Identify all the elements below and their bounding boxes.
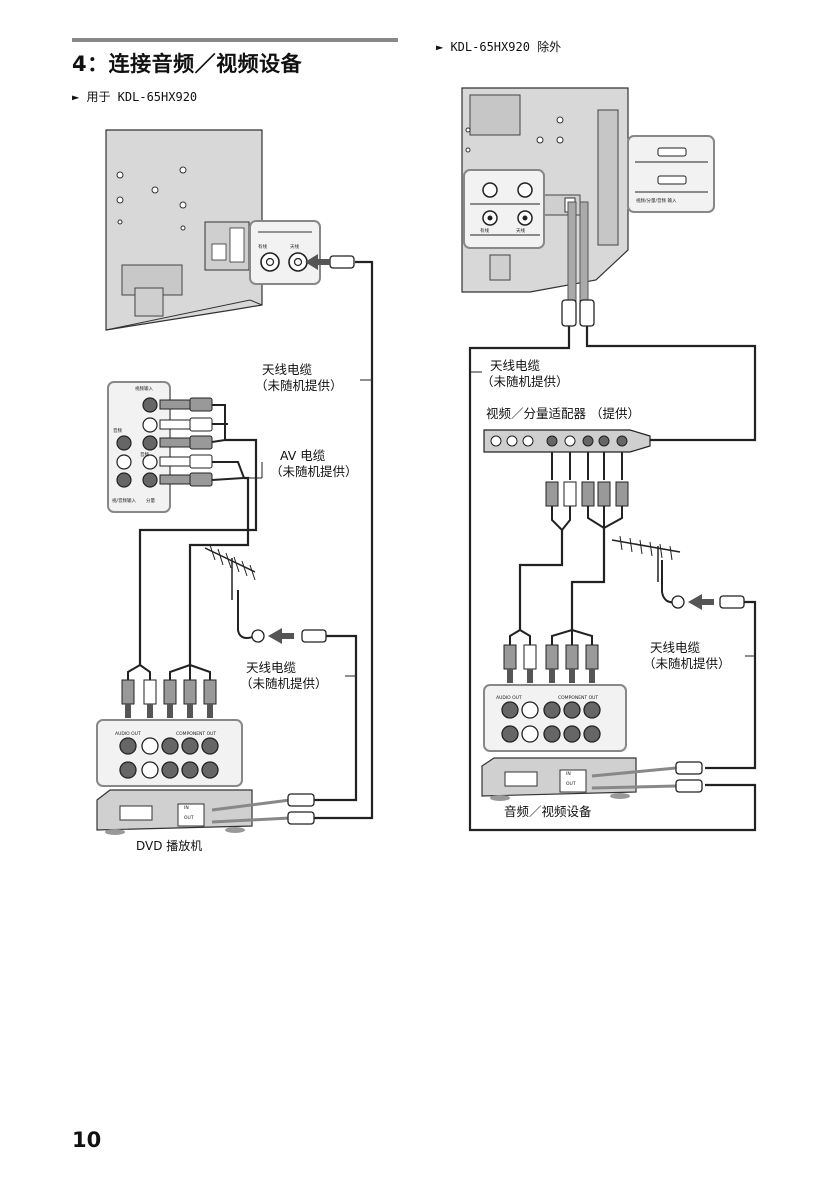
left-av-cable-label-1: AV 电缆 bbox=[280, 448, 326, 463]
header-rule bbox=[72, 38, 398, 42]
right-terminal-cable-label: 有线 bbox=[480, 229, 489, 234]
right-subtitle: ► KDL-65HX920 除外 bbox=[436, 40, 562, 54]
av-device-label: 音频／视频设备 bbox=[504, 804, 592, 819]
right-input-label: 视频/分量/音频 输入 bbox=[636, 199, 677, 204]
right-video-input-box bbox=[627, 135, 715, 213]
dvd-player-label: DVD 播放机 bbox=[136, 839, 203, 853]
right-av-cable bbox=[503, 452, 629, 683]
right-antenna-cable-bottom-1: 天线电缆 bbox=[650, 640, 701, 655]
right-antenna-cable-label-1: 天线电缆 bbox=[490, 358, 541, 373]
left-antenna-cable-top bbox=[300, 254, 374, 820]
left-av-cable-label-2: （未随机提供） bbox=[270, 464, 358, 479]
left-dvd-audio-out: AUDIO OUT bbox=[115, 732, 141, 737]
left-av-input-panel bbox=[107, 381, 171, 513]
left-antenna-cable-label-1: 天线电缆 bbox=[262, 362, 313, 377]
right-dev-component-out: COMPONENT OUT bbox=[558, 696, 599, 701]
left-outdoor-antenna bbox=[204, 544, 358, 802]
left-antenna-terminal bbox=[249, 220, 321, 285]
left-panel-top-label: 视频输入 bbox=[135, 387, 153, 392]
left-dvd-panel bbox=[96, 719, 243, 787]
left-subtitle: ► 用于 KDL-65HX920 bbox=[72, 90, 198, 104]
left-panel-r-label: 音频 bbox=[113, 429, 122, 434]
right-component-adapter bbox=[483, 429, 651, 453]
left-antenna-cable-label-2: （未随机提供） bbox=[255, 378, 343, 393]
left-dvd-in: IN bbox=[184, 806, 189, 811]
left-tv-back bbox=[105, 129, 263, 331]
adapter-label: 视频／分量适配器 （提供） bbox=[486, 406, 640, 421]
right-dev-out: OUT bbox=[566, 782, 576, 787]
left-panel-bottom-label1: 视/音频输入 bbox=[112, 499, 137, 504]
page-number: 10 bbox=[72, 1128, 102, 1152]
left-dvd-player bbox=[96, 789, 315, 835]
right-terminal-antenna-label: 天线 bbox=[516, 229, 525, 234]
right-dev-audio-out: AUDIO OUT bbox=[496, 696, 522, 701]
left-antenna-cable-bottom-1: 天线电缆 bbox=[246, 660, 297, 675]
left-dvd-plugs bbox=[121, 664, 217, 718]
right-antenna-cable-bottom-2: （未随机提供） bbox=[643, 656, 731, 671]
left-antenna-cable-bottom-2: （未随机提供） bbox=[240, 676, 328, 691]
right-outdoor-antenna bbox=[611, 535, 757, 770]
left-dvd-out: OUT bbox=[184, 816, 194, 821]
section-title: 4：连接音频／视频设备 bbox=[72, 52, 303, 76]
left-dvd-component-out: COMPONENT OUT bbox=[176, 732, 217, 737]
right-antenna-terminal bbox=[463, 169, 545, 249]
right-dev-in: IN bbox=[566, 772, 571, 777]
left-av-cable bbox=[138, 397, 263, 665]
left-terminal-cable-label: 有线 bbox=[258, 245, 267, 250]
left-panel-bottom-label2: 分量 bbox=[146, 499, 155, 504]
right-adapter-cable bbox=[468, 201, 757, 832]
right-device-panel bbox=[483, 684, 627, 752]
left-terminal-antenna-label: 天线 bbox=[290, 245, 299, 250]
right-antenna-cable-label-2: （未随机提供） bbox=[481, 374, 569, 389]
right-av-device bbox=[481, 757, 703, 801]
left-panel-side-label: 音频 bbox=[140, 453, 149, 458]
